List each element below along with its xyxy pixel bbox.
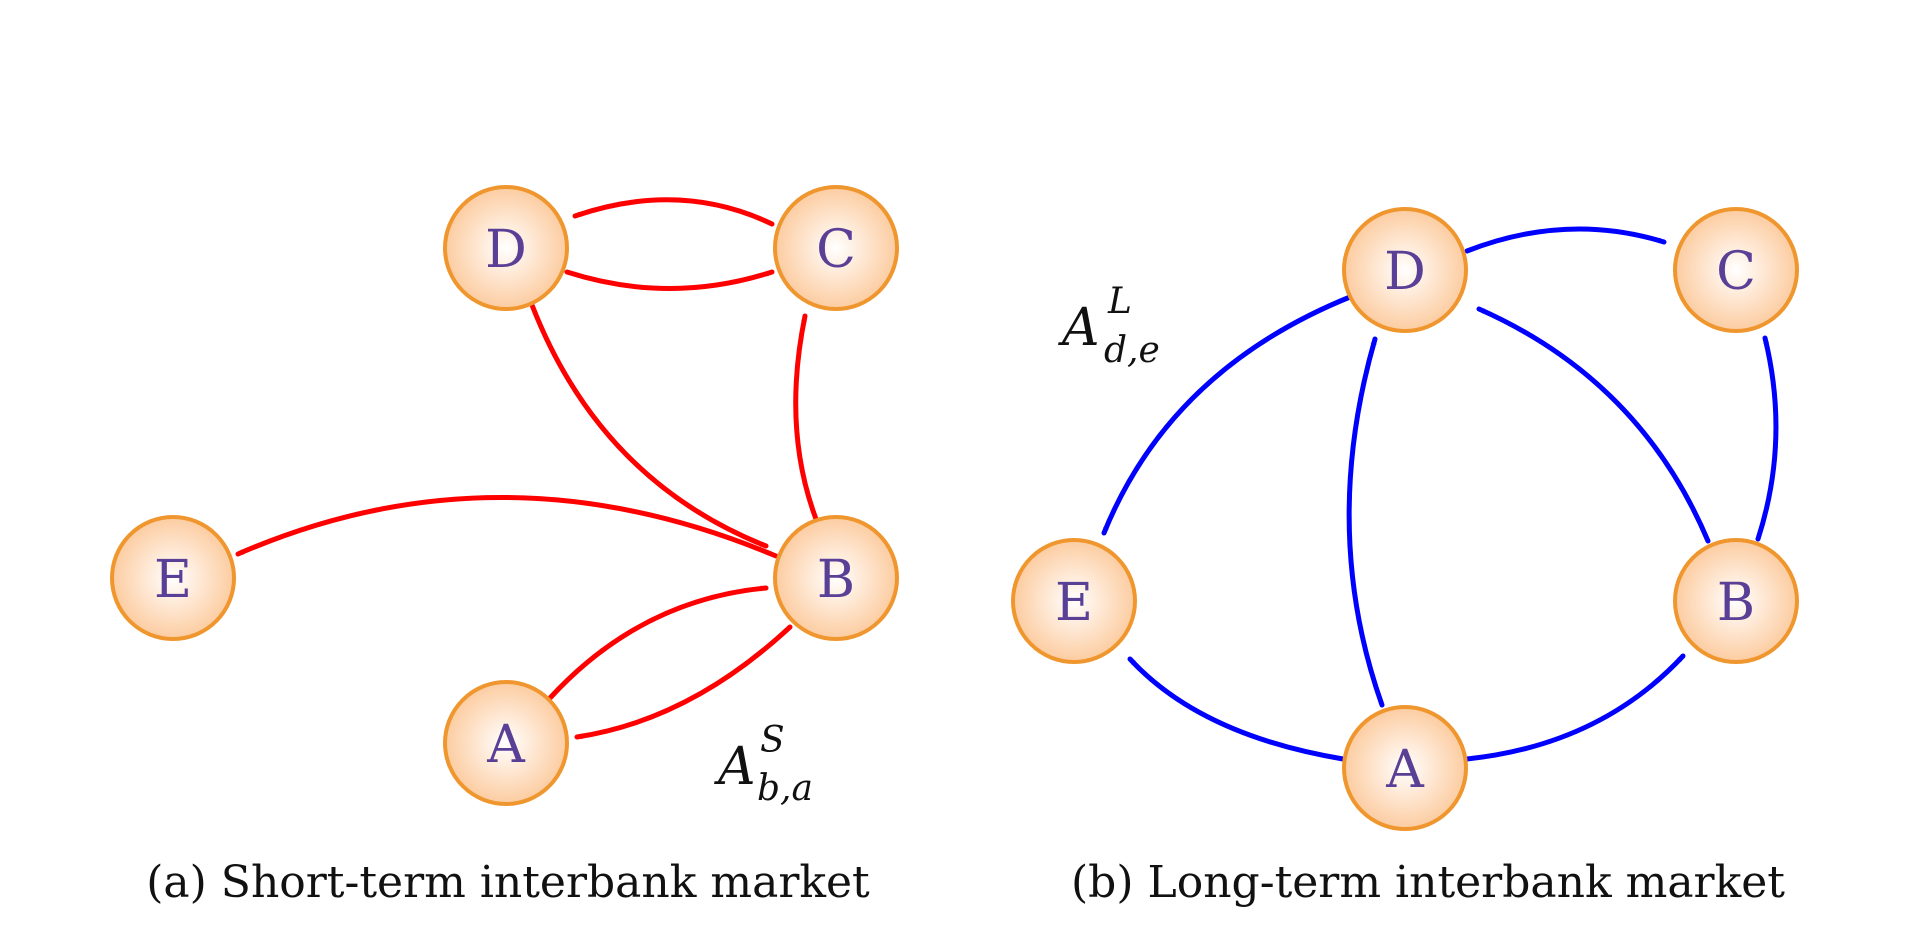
annotation-s-sup: S (760, 720, 785, 761)
edge-b-to-a (574, 624, 793, 740)
annotation-l-base: A (1058, 298, 1100, 358)
edge-a-to-b-long (1464, 653, 1686, 762)
annotation-l-sub: d,e (1104, 330, 1160, 371)
nodes-long-term: D C E B A (1011, 207, 1799, 831)
annotation-long-term: A L d,e (1058, 281, 1160, 371)
node-d-label: D (485, 220, 527, 280)
edges-short-term (235, 197, 819, 740)
edge-b-to-d-long (1476, 306, 1711, 544)
edge-d-to-e-long (1101, 294, 1353, 536)
node-b-long-label: B (1717, 573, 1755, 633)
node-c-long-label: C (1716, 242, 1756, 302)
node-b: B (773, 515, 899, 641)
panel-long-term: D C E B A A L d,e (b) Long-ter (1011, 207, 1799, 908)
node-e-long-label: E (1055, 573, 1093, 633)
node-c-label: C (816, 220, 856, 280)
node-d: D (443, 185, 569, 311)
node-a-long-label: A (1385, 740, 1425, 800)
node-c: C (773, 185, 899, 311)
node-e-label: E (154, 550, 192, 610)
caption-short-term: (a) Short-term interbank market (146, 857, 870, 908)
edge-d-to-c (564, 269, 775, 291)
annotation-s-base: A (714, 737, 756, 797)
node-e-long: E (1011, 538, 1137, 664)
edge-c-to-d (572, 197, 775, 227)
panel-short-term: D C E B A A S b,a (a) Short-te (110, 185, 899, 908)
caption-long-term: (b) Long-term interbank market (1071, 857, 1785, 908)
edge-a-to-b (547, 585, 769, 701)
node-d-long: D (1342, 207, 1468, 333)
edge-b-to-c-long (1755, 335, 1779, 542)
node-e: E (110, 515, 236, 641)
node-d-long-label: D (1384, 242, 1426, 302)
edge-d-to-c-long (1464, 226, 1667, 254)
node-a: A (443, 680, 569, 806)
edge-d-to-b (529, 302, 769, 549)
edge-a-to-e-long (1127, 656, 1346, 762)
edges-long-term (1101, 226, 1779, 762)
annotation-s-sub: b,a (757, 768, 813, 809)
edge-b-to-c (793, 313, 819, 522)
node-a-long: A (1342, 705, 1468, 831)
node-c-long: C (1673, 207, 1799, 333)
node-b-long: B (1673, 538, 1799, 664)
edge-a-to-d-long (1346, 336, 1385, 708)
annotation-l-sup: L (1107, 281, 1132, 322)
node-b-label: B (817, 550, 855, 610)
node-a-label: A (486, 715, 526, 775)
edge-b-to-e (235, 495, 779, 559)
nodes-short-term: D C E B A (110, 185, 899, 806)
annotation-short-term: A S b,a (714, 720, 813, 809)
